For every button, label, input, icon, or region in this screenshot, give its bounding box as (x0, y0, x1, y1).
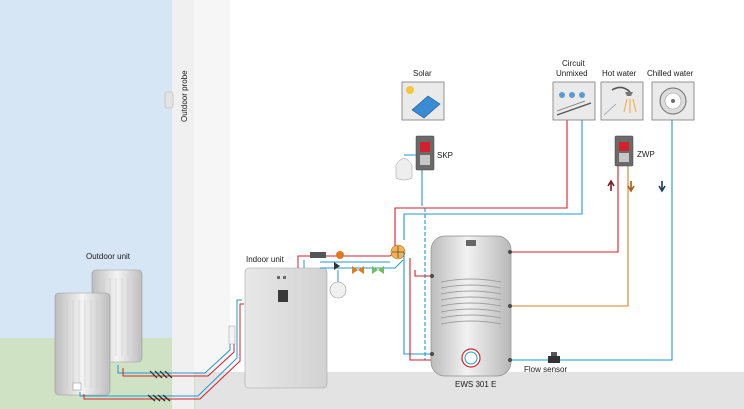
flow-sensor (548, 352, 560, 363)
skp-label: SKP (437, 151, 453, 160)
solar-panel-icon (401, 81, 445, 121)
expansion-vessel-indoor (329, 270, 347, 299)
sky-area (0, 0, 172, 340)
storage-tank (430, 235, 512, 377)
tank-model-label: EWS 301 E (455, 380, 496, 389)
solar-label: Solar (413, 69, 432, 78)
flow-sensor-label: Flow sensor (524, 365, 567, 374)
wall (172, 0, 194, 409)
outdoor-probe-sensor (164, 91, 174, 109)
outdoor-probe-label: Outdoor probe (180, 70, 189, 122)
hot-water-label: Hot water (602, 69, 637, 78)
fan-coil-icon (651, 81, 695, 121)
expansion-vessel-solar (395, 154, 416, 181)
flow-arrows (607, 179, 666, 193)
circuit-label-line2: Unmixed (556, 69, 588, 78)
indoor-unit (244, 267, 328, 389)
underfloor-heating-icon (552, 81, 596, 121)
outdoor-connection-pipes (79, 299, 244, 402)
shower-icon (600, 81, 644, 121)
circuit-label-line1: Circuit (562, 59, 585, 68)
indoor-unit-label: Indoor unit (246, 255, 285, 264)
valves (310, 251, 384, 274)
system-pipes (394, 120, 673, 361)
outdoor-unit-label: Outdoor unit (86, 252, 131, 261)
skp-pump-station (415, 135, 435, 171)
zwp-label: ZWP (637, 150, 655, 159)
wall-inner (194, 0, 230, 372)
outdoor-unit-front (54, 292, 111, 396)
chilled-water-label: Chilled water (647, 69, 694, 78)
zwp-pump (614, 135, 634, 167)
